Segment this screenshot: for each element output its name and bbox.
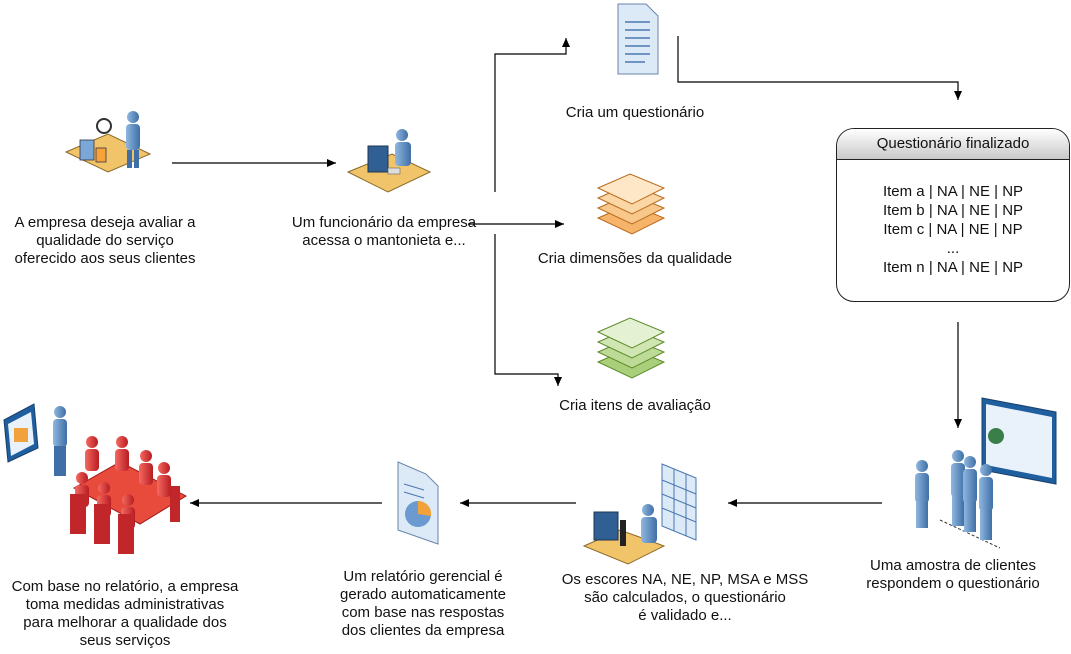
arrow-to-questionario [494,38,570,192]
orange-stack-icon [596,173,666,235]
connectors [172,36,962,507]
lab-spreadsheet-icon [582,463,697,565]
questionnaire-item: Item n | NA | NE | NP [882,259,1024,276]
questionnaire-item: Item c | NA | NE | NP [883,221,1023,238]
document-icon [617,3,659,75]
questionnaire-items: Item a | NA | NE | NP Item b | NA | NE |… [837,160,1069,277]
clients-screen-icon [915,397,1057,549]
worker-computer-icon [346,129,432,193]
analyst-icon [64,111,152,173]
green-stack-icon [596,317,666,379]
arrow-to-itens [494,234,562,386]
questionnaire-title: Questionário finalizado [837,129,1069,160]
report-chart-icon [397,461,439,545]
branch-dimensoes-label: Cria dimensões da qualidade [537,250,733,267]
arrow-doc-to-box [677,36,962,100]
questionnaire-item: ... [946,240,960,257]
questionnaire-item: Item b | NA | NE | NP [882,202,1024,219]
branch-itens-label: Cria itens de avaliação [559,397,711,414]
questionnaire-box: Questionário finalizado Item a | NA | NE… [836,128,1070,302]
questionnaire-item: Item a | NA | NE | NP [882,183,1024,200]
branch-questionario-label: Cria um questionário [565,104,705,121]
meeting-icon [3,403,188,554]
